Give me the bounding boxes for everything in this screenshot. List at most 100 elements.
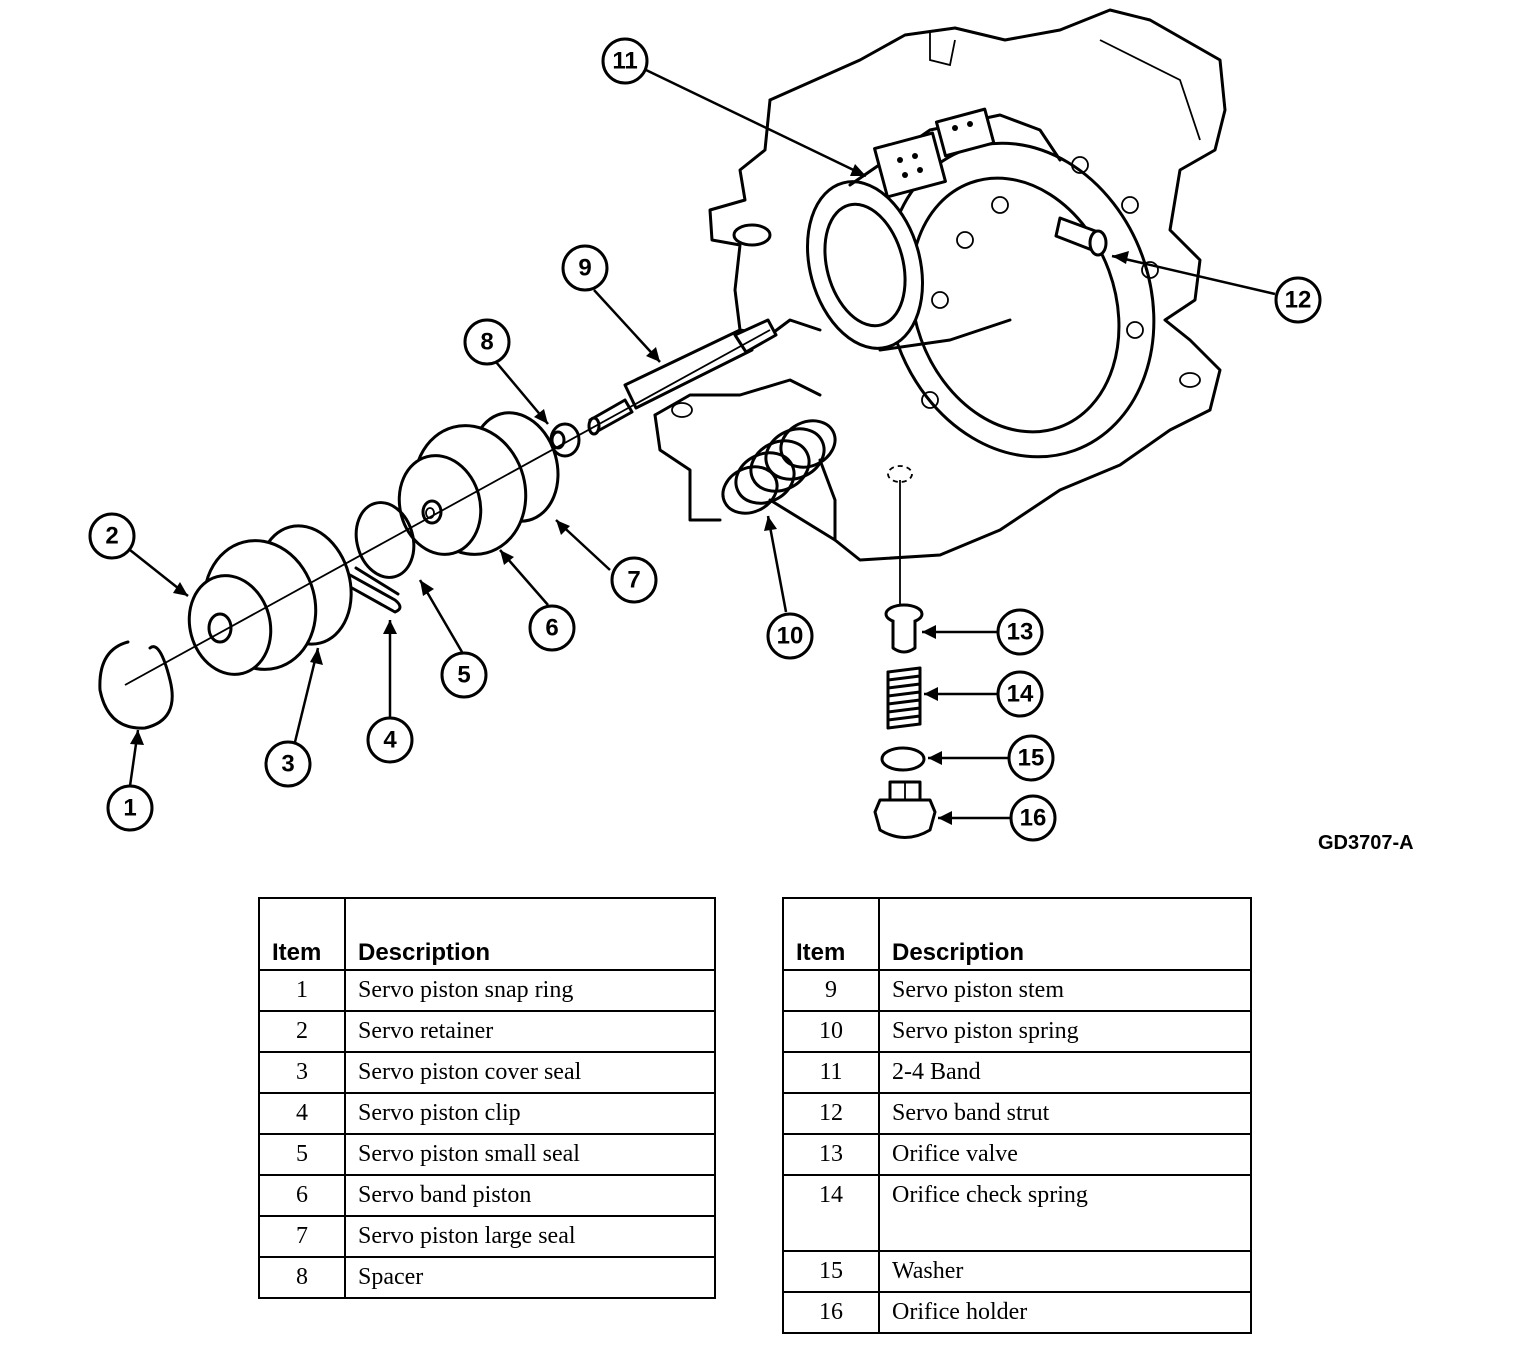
item-number: 12 xyxy=(782,1092,880,1135)
svg-text:6: 6 xyxy=(545,615,558,642)
callout-13: 13 xyxy=(996,608,1044,656)
callout-3: 3 xyxy=(264,740,312,788)
callout-14: 14 xyxy=(996,670,1044,718)
2-4-band xyxy=(805,107,1062,352)
callout-6: 6 xyxy=(528,604,576,652)
item-number: 16 xyxy=(782,1291,880,1334)
item-description: Servo retainer xyxy=(344,1010,716,1053)
callout-15: 15 xyxy=(1007,734,1055,782)
svg-text:3: 3 xyxy=(281,751,294,778)
servo-piston-clip xyxy=(348,566,402,614)
callout-11: 11 xyxy=(601,37,649,85)
item-description: Spacer xyxy=(344,1256,716,1299)
item-number: 4 xyxy=(258,1092,346,1135)
item-number: 13 xyxy=(782,1133,880,1176)
svg-text:4: 4 xyxy=(383,727,397,754)
item-number: 14 xyxy=(782,1174,880,1252)
callout-1: 1 xyxy=(106,784,154,832)
svg-text:15: 15 xyxy=(1018,745,1045,772)
item-description: 2-4 Band xyxy=(878,1051,1252,1094)
leader-lines xyxy=(128,68,1276,825)
figure-code: GD3707-A xyxy=(1318,832,1414,854)
item-description: Servo piston clip xyxy=(344,1092,716,1135)
callout-7: 7 xyxy=(610,556,658,604)
svg-text:16: 16 xyxy=(1020,805,1047,832)
item-number: 3 xyxy=(258,1051,346,1094)
svg-text:10: 10 xyxy=(777,623,804,650)
svg-text:11: 11 xyxy=(612,48,637,75)
assembly-axis-line xyxy=(124,329,771,686)
item-number: 8 xyxy=(258,1256,346,1299)
svg-text:13: 13 xyxy=(1007,619,1034,646)
servo-retainer xyxy=(187,539,318,676)
exploded-view-diagram: 1 2 3 4 5 6 7 8 9 10 11 12 13 14 15 16 xyxy=(88,8,1322,842)
item-number: 6 xyxy=(258,1174,346,1217)
item-description: Servo piston snap ring xyxy=(344,969,716,1012)
svg-text:7: 7 xyxy=(627,567,640,594)
svg-text:12: 12 xyxy=(1285,287,1312,314)
item-description: Servo band piston xyxy=(344,1174,716,1217)
table-header-row: Item Description xyxy=(258,897,716,971)
item-description: Washer xyxy=(878,1250,1252,1293)
callout-5: 5 xyxy=(440,651,488,699)
item-number: 1 xyxy=(258,969,346,1012)
item-description: Servo band strut xyxy=(878,1092,1252,1135)
callout-4: 4 xyxy=(366,716,414,764)
item-number: 9 xyxy=(782,969,880,1012)
item-number: 10 xyxy=(782,1010,880,1053)
item-description: Servo piston spring xyxy=(878,1010,1252,1053)
callout-12: 12 xyxy=(1274,276,1322,324)
orifice-valve xyxy=(884,603,924,654)
callout-8: 8 xyxy=(463,318,511,366)
item-description: Servo piston small seal xyxy=(344,1133,716,1176)
svg-text:14: 14 xyxy=(1007,681,1034,708)
description-column-header: Description xyxy=(344,897,716,971)
washer xyxy=(880,746,926,772)
servo-piston-small-seal xyxy=(354,501,416,579)
item-description: Orifice valve xyxy=(878,1133,1252,1176)
servo-piston-spring xyxy=(721,419,837,515)
svg-text:1: 1 xyxy=(123,795,136,822)
callout-16: 16 xyxy=(1009,794,1057,842)
item-description: Orifice holder xyxy=(878,1291,1252,1334)
orifice-holder xyxy=(873,780,937,839)
callout-9: 9 xyxy=(561,244,609,292)
svg-text:8: 8 xyxy=(480,329,493,356)
item-description: Servo piston stem xyxy=(878,969,1252,1012)
item-number: 2 xyxy=(258,1010,346,1053)
item-column-header: Item xyxy=(258,897,346,971)
item-number: 11 xyxy=(782,1051,880,1094)
svg-text:2: 2 xyxy=(105,523,118,550)
spacer xyxy=(549,422,581,458)
item-description: Servo piston cover seal xyxy=(344,1051,716,1094)
servo-piston-snap-ring xyxy=(98,640,174,730)
item-number: 7 xyxy=(258,1215,346,1258)
svg-text:9: 9 xyxy=(578,255,591,282)
orifice-check-spring xyxy=(886,666,922,730)
servo-band-strut xyxy=(1054,216,1108,257)
table-header-row: Item Description xyxy=(782,897,1252,971)
item-number: 5 xyxy=(258,1133,346,1176)
item-description: Servo piston large seal xyxy=(344,1215,716,1258)
description-column-header: Description xyxy=(878,897,1252,971)
item-column-header: Item xyxy=(782,897,880,971)
svg-text:5: 5 xyxy=(457,662,470,689)
transmission-case xyxy=(653,8,1227,562)
